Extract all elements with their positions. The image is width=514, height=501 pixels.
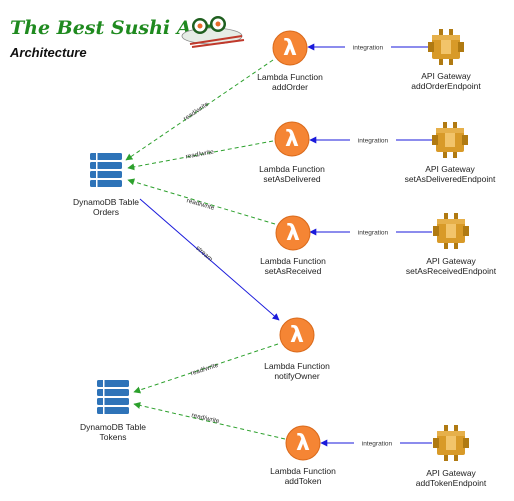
lambda-addorder: Lambda Function addOrder: [257, 30, 323, 92]
edge-label-integration: integration: [362, 441, 393, 448]
edge-label-integration: integration: [353, 45, 384, 52]
lambda-setasreceived: Lambda Function setAsReceived: [260, 215, 326, 276]
api-gateway-setasdelivered: API Gateway setAsDeliveredEndpoint: [405, 122, 496, 184]
node-label-line1: DynamoDB Table: [80, 422, 146, 432]
lambda-icon: [274, 121, 310, 157]
node-label-line2: addOrder: [272, 82, 308, 92]
dynamodb-table-tokens: DynamoDB Table Tokens: [80, 380, 146, 442]
edge-label-readwrite: read/write: [182, 101, 210, 123]
sushi-logo: [181, 16, 245, 48]
dynamodb-table-orders: DynamoDB Table Orders: [73, 153, 139, 217]
node-label-line2: addOrderEndpoint: [411, 81, 481, 91]
dynamodb-table-icon: [97, 380, 129, 414]
node-label-line1: Lambda Function: [260, 256, 326, 266]
edge-label-integration: integration: [358, 230, 389, 237]
node-label-line2: setAsReceivedEndpoint: [406, 266, 497, 276]
app-title: The Best Sushi App: [10, 17, 219, 39]
api-gateway-addtoken: API Gateway addTokenEndpoint: [416, 425, 487, 488]
integration-edges: integration integration integration inte…: [307, 42, 432, 448]
lambda-addtoken: Lambda Function addToken: [270, 425, 336, 486]
lambda-notifyowner: Lambda Function notifyOwner: [264, 317, 330, 381]
node-label-line2: setAsReceived: [265, 266, 322, 276]
api-gateway-icon: [433, 213, 469, 249]
diagram-subtitle: Architecture: [9, 45, 87, 60]
node-label-line1: API Gateway: [425, 164, 475, 174]
node-label-line2: Tokens: [100, 432, 127, 442]
node-label-line2: setAsDeliveredEndpoint: [405, 174, 496, 184]
lambda-icon: [272, 30, 308, 66]
lambda-icon: [275, 215, 311, 251]
node-label-line2: addToken: [285, 476, 322, 486]
node-label-line1: Lambda Function: [257, 72, 323, 82]
edge-label-readwrite: read/write: [186, 197, 216, 212]
node-label-line2: setAsDelivered: [263, 174, 320, 184]
edge-label-integration: integration: [358, 138, 389, 145]
lambda-icon: [279, 317, 315, 353]
node-label-line1: DynamoDB Table: [73, 197, 139, 207]
api-gateway-setasreceived: API Gateway setAsReceivedEndpoint: [406, 213, 497, 276]
lambda-icon: [285, 425, 321, 461]
node-label-line1: Lambda Function: [270, 466, 336, 476]
node-label-line2: Orders: [93, 207, 119, 217]
api-gateway-icon: [432, 122, 468, 158]
edge-label-readwrite: read/write: [191, 412, 221, 425]
node-label-line1: API Gateway: [426, 256, 476, 266]
edge-label-stream: stream: [194, 245, 214, 263]
node-label-line1: Lambda Function: [264, 361, 330, 371]
node-label-line1: Lambda Function: [259, 164, 325, 174]
node-label-line1: API Gateway: [426, 468, 476, 478]
dynamodb-table-icon: [90, 153, 122, 187]
header: The Best Sushi App Architecture: [9, 16, 245, 60]
api-gateway-addorder: API Gateway addOrderEndpoint: [411, 29, 481, 91]
edge-label-readwrite: read/write: [185, 149, 215, 161]
node-label-line2: notifyOwner: [274, 371, 320, 381]
api-gateway-icon: [433, 425, 469, 461]
node-label-line1: API Gateway: [421, 71, 471, 81]
node-label-line2: addTokenEndpoint: [416, 478, 487, 488]
stream-edge: stream: [139, 198, 280, 321]
lambda-setasdelivered: Lambda Function setAsDelivered: [259, 121, 325, 184]
api-gateway-icon: [428, 29, 464, 65]
edge-label-readwrite: read/write: [190, 362, 220, 378]
